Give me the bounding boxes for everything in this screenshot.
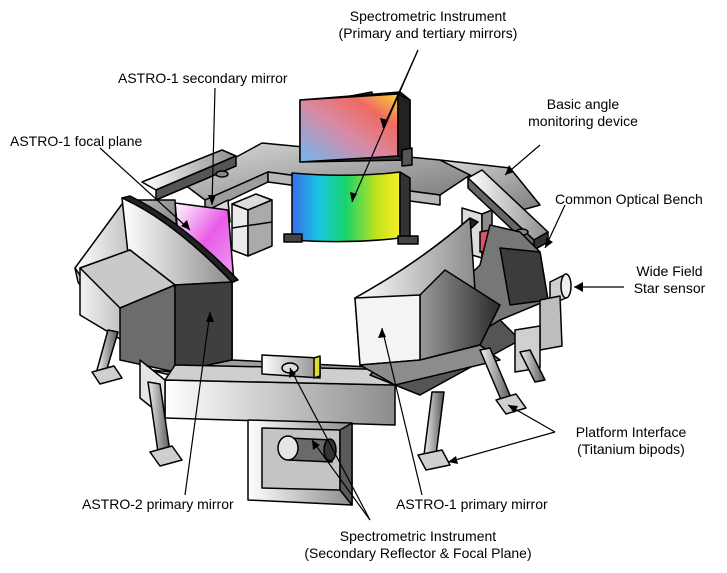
leader-arrowheads (181, 118, 583, 464)
label-basic-angle-line2: monitoring device (528, 113, 638, 129)
leader-spectro-secondary-2 (311, 439, 371, 521)
label-spectro-secondary-line1: Spectrometric Instrument (339, 528, 497, 544)
label-common-bench: Common Optical Bench (555, 191, 703, 207)
leader-astro1-focal (99, 147, 191, 231)
astro1-primary-mirror (354, 217, 501, 386)
leader-spectro-secondary-1 (289, 367, 371, 521)
leader-astro1-primary (381, 327, 423, 496)
label-astro1-primary: ASTRO-1 primary mirror (396, 496, 548, 512)
spectro-tertiary-mirror (283, 171, 419, 245)
label-spectro-primary: Spectrometric Instrument (Primary and te… (338, 8, 518, 42)
astro2-primary-mirror (79, 195, 239, 373)
basic-angle-device-left (141, 149, 237, 201)
label-spectro-secondary: Spectrometric Instrument (Secondary Refl… (278, 528, 558, 562)
leader-lines (99, 49, 624, 521)
spectro-primary-mirror (299, 91, 413, 167)
label-platform: Platform Interface (Titanium bipods) (556, 424, 706, 458)
spectro-secondary-assembly (247, 354, 353, 506)
titanium-bipods (91, 329, 546, 471)
leader-astro1-secondary (211, 87, 216, 206)
label-platform-line2: (Titanium bipods) (577, 441, 685, 457)
label-platform-line1: Platform Interface (575, 424, 687, 440)
label-wide-field: Wide Field Star sensor (622, 263, 717, 297)
label-spectro-primary-line2: (Primary and tertiary mirrors) (338, 25, 518, 41)
leader-astro2-primary (184, 311, 211, 496)
label-spectro-primary-line1: Spectrometric Instrument (349, 8, 507, 24)
label-wide-field-line1: Wide Field (636, 263, 703, 279)
label-wide-field-line2: Star sensor (633, 280, 706, 296)
label-basic-angle: Basic angle monitoring device (508, 96, 658, 130)
leader-platform-2 (447, 431, 556, 463)
wide-field-star-sensor (514, 273, 572, 373)
leader-spectro-tertiary (351, 49, 419, 203)
astro1-secondary-support-box (231, 193, 273, 257)
label-astro2-primary: ASTRO-2 primary mirror (82, 496, 234, 512)
label-astro1-focal: ASTRO-1 focal plane (10, 133, 143, 149)
label-spectro-secondary-line2: (Secondary Reflector & Focal Plane) (304, 545, 532, 561)
label-basic-angle-line1: Basic angle (546, 96, 620, 112)
label-astro1-secondary: ASTRO-1 secondary mirror (118, 70, 288, 86)
